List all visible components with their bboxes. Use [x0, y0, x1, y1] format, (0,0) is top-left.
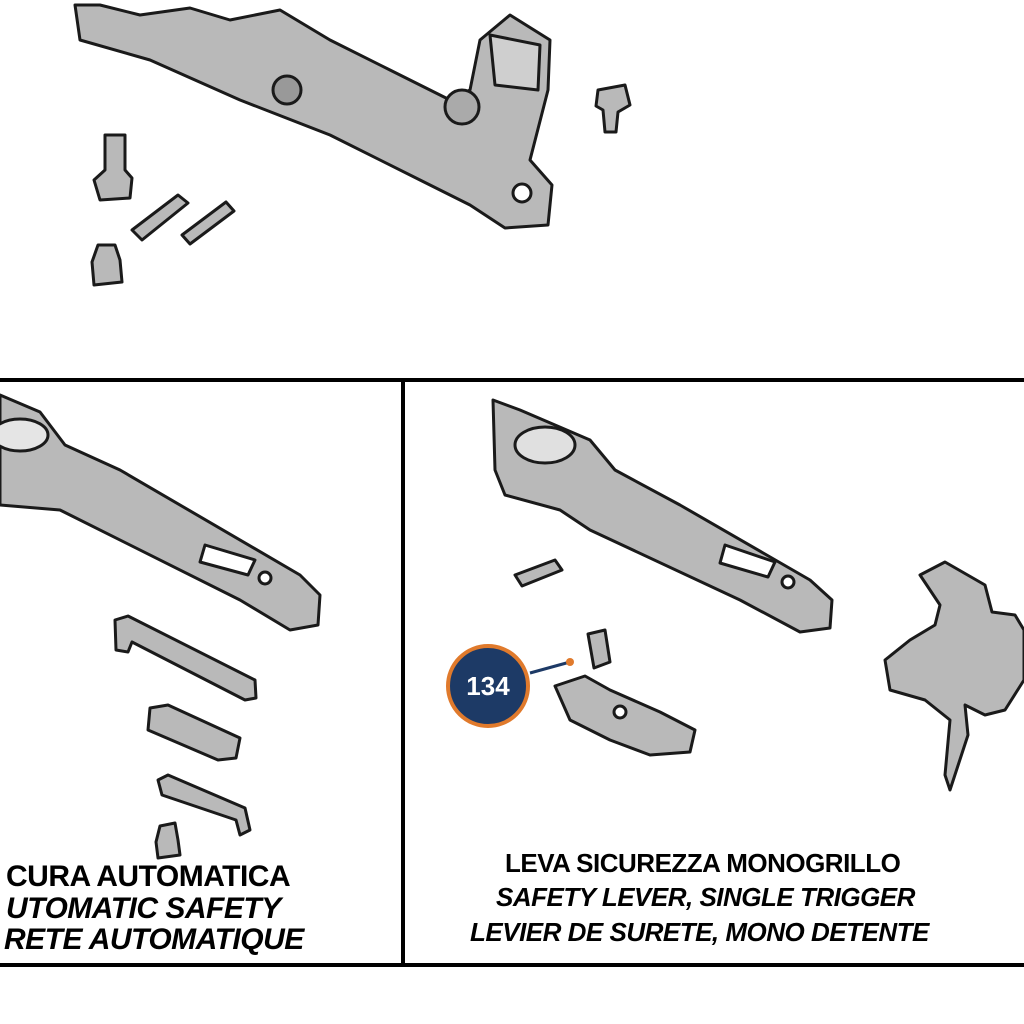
- trigger-housing: [73, 3, 554, 230]
- right-caption-en: SAFETY LEVER, SINGLE TRIGGER: [496, 882, 915, 912]
- pin-2: [180, 200, 236, 246]
- connector-bar: [113, 614, 258, 702]
- safety-lever-right: [491, 398, 834, 634]
- spring-134: [586, 628, 612, 670]
- left-caption-it: CURA AUTOMATICA: [6, 860, 291, 893]
- screw-right: [594, 83, 632, 134]
- small-pin: [513, 558, 564, 588]
- right-caption-it: LEVA SICUREZZA MONOGRILLO: [505, 848, 901, 878]
- small-screw: [90, 243, 124, 287]
- right-caption-fr: LEVIER DE SURETE, MONO DETENTE: [470, 917, 929, 947]
- pin-1: [130, 193, 190, 242]
- left-caption-en: UTOMATIC SAFETY: [6, 892, 281, 925]
- part-number-callout[interactable]: 134: [446, 644, 530, 728]
- callout-leader: [529, 660, 571, 675]
- trigger-unit: [883, 560, 1024, 792]
- screw-left: [92, 133, 134, 202]
- plate: [146, 703, 242, 762]
- left-caption-fr: RETE AUTOMATIQUE: [4, 923, 304, 956]
- small-screw-left: [154, 821, 182, 860]
- spring-rod: [156, 773, 252, 837]
